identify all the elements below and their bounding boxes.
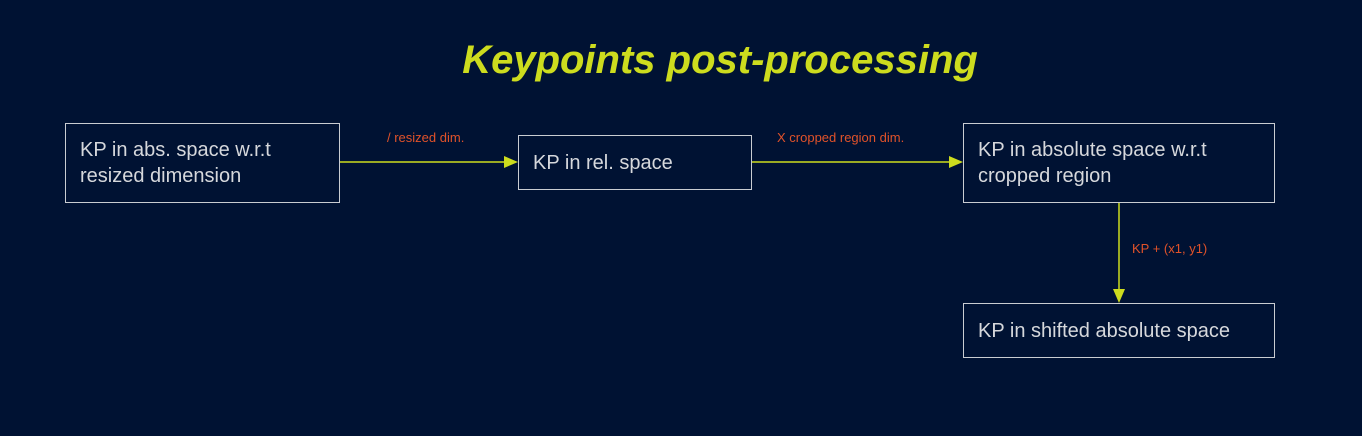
node-text-line: KP in absolute space w.r.t	[978, 139, 1207, 161]
edge-label-resized-dim: / resized dim.	[387, 130, 465, 145]
diagram-title: Keypoints post-processing	[462, 38, 978, 82]
edge-label-cropped-region-dim: X cropped region dim.	[777, 130, 905, 145]
arrowhead-icon	[504, 156, 518, 168]
node-text-line: KP in abs. space w.r.t	[80, 139, 271, 161]
node-rel-space: KP in rel. space	[518, 135, 752, 190]
node-text-line: KP in rel. space	[533, 151, 673, 174]
arrowhead-icon	[1113, 289, 1125, 303]
arrow-n2-n3	[752, 156, 963, 168]
node-text-line: cropped region	[978, 165, 1112, 187]
arrowhead-icon	[949, 156, 963, 168]
node-shifted-abs: KP in shifted absolute space	[963, 303, 1275, 358]
arrow-n1-n2	[339, 156, 518, 168]
node-text-line: KP in shifted absolute space	[978, 319, 1231, 342]
arrow-n3-n4	[1113, 202, 1125, 303]
node-abs-resized: KP in abs. space w.r.t resized dimension	[65, 123, 340, 203]
node-text-line: resized dimension	[80, 165, 242, 187]
node-abs-cropped: KP in absolute space w.r.t cropped regio…	[963, 123, 1275, 203]
edge-label-shift: KP + (x1, y1)	[1132, 241, 1208, 256]
